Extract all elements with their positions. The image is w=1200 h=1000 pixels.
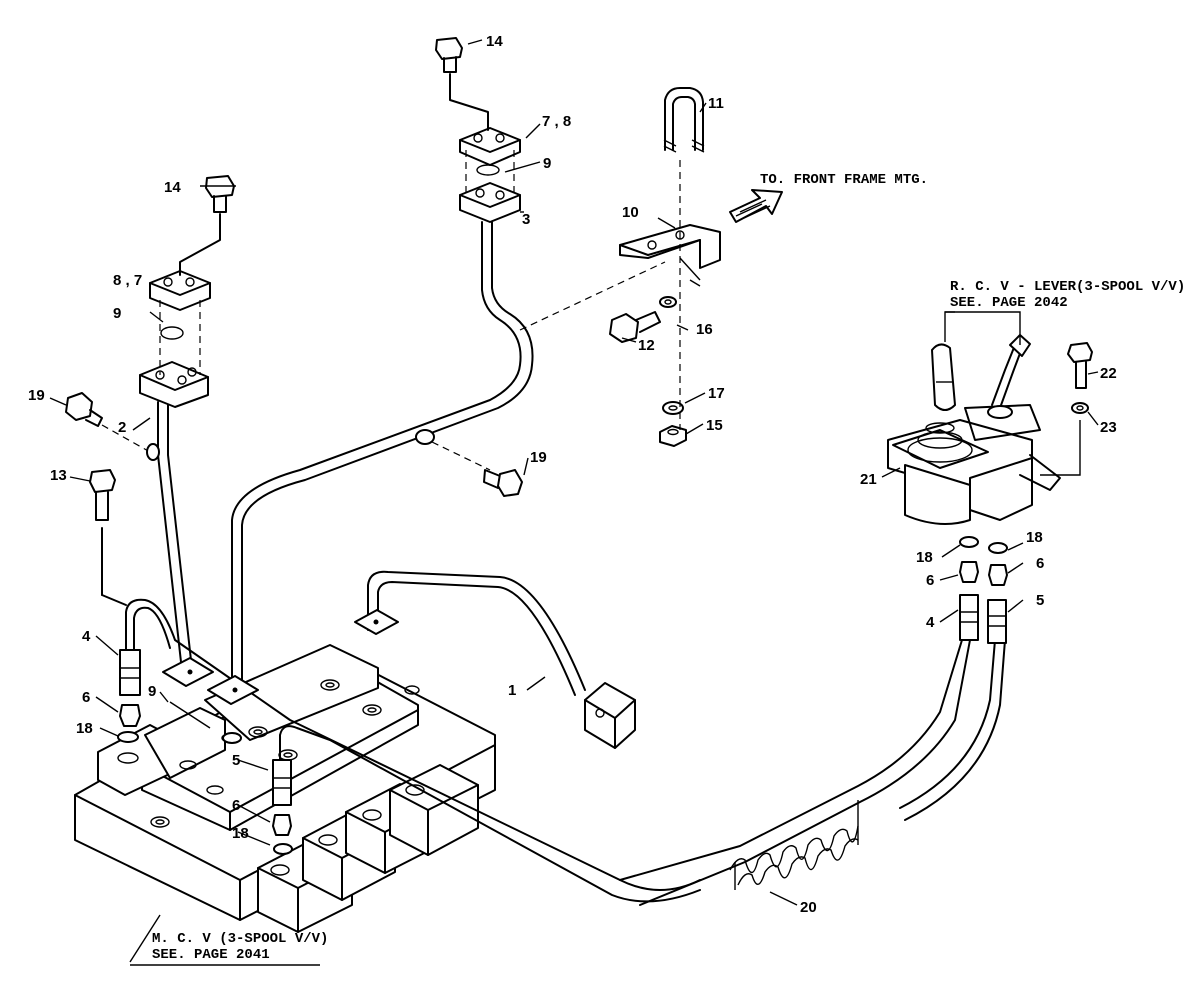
callout-6-mcv: 6 [82, 689, 90, 706]
callout-8-7: 8 , 7 [113, 272, 142, 289]
callout-17: 17 [708, 385, 725, 402]
callout-18-mcv: 18 [76, 720, 93, 737]
nut-15 [659, 425, 687, 447]
callout-7-8: 7 , 8 [542, 113, 571, 130]
callout-labels: 14 14 7 , 8 9 3 11 10 16 12 17 15 8 , 7 … [28, 33, 1117, 916]
bolt-19-left [65, 392, 160, 461]
callout-18-rcv-right: 18 [1026, 529, 1043, 546]
callout-14-upper: 14 [486, 33, 503, 50]
rcv-note-line2: SEE. PAGE 2042 [950, 295, 1068, 311]
callout-13: 13 [50, 467, 67, 484]
rcv-note-line1: R. C. V - LEVER(3-SPOOL V/V) [950, 279, 1185, 295]
bolt-14-upper [435, 37, 489, 131]
callout-18-rcv-left: 18 [916, 549, 933, 566]
callout-14-left: 14 [164, 179, 181, 196]
mcv-note-line1: M. C. V (3-SPOOL V/V) [152, 931, 328, 947]
callout-5-mcv: 5 [232, 752, 240, 769]
clamp-left [139, 270, 211, 408]
front-frame-arrow [729, 189, 783, 223]
pipe-assembly [125, 221, 1006, 906]
callout-18-mcv-lower: 18 [232, 825, 249, 842]
callout-15: 15 [706, 417, 723, 434]
callout-20: 20 [800, 899, 817, 916]
bolt-12 [609, 311, 661, 343]
callout-2: 2 [118, 419, 126, 436]
callout-19-right: 19 [530, 449, 547, 466]
end-block [584, 682, 636, 749]
callout-4-mcv: 4 [82, 628, 91, 645]
callout-12: 12 [638, 337, 655, 354]
rcv-lever-assembly [887, 311, 1061, 525]
rcv-fittings [959, 536, 1008, 644]
callout-5-rcv: 5 [1036, 592, 1044, 609]
bolt-22 [1067, 342, 1093, 389]
mcv-note-line2: SEE. PAGE 2041 [152, 947, 270, 963]
callout-6-mcv-lower: 6 [232, 797, 240, 814]
clamp-upper [459, 127, 521, 223]
notes: TO. FRONT FRAME MTG. R. C. V - LEVER(3-S… [152, 172, 1185, 963]
callout-23: 23 [1100, 419, 1117, 436]
front-frame-note: TO. FRONT FRAME MTG. [760, 172, 928, 188]
callout-9-upper: 9 [543, 155, 551, 172]
callout-9-left: 9 [113, 305, 121, 322]
leader-lines [49, 39, 1099, 966]
callout-19-left: 19 [28, 387, 45, 404]
bolt-14-left [179, 175, 235, 276]
mcv-fittings [117, 649, 293, 855]
washer-16 [659, 296, 677, 308]
callout-6-rcv-left: 6 [926, 572, 934, 589]
callout-9-mcv: 9 [148, 683, 156, 700]
callout-22: 22 [1100, 365, 1117, 382]
callout-10: 10 [622, 204, 639, 221]
callout-11: 11 [708, 95, 724, 112]
callout-21: 21 [860, 471, 877, 488]
washer-23 [1071, 402, 1089, 414]
bolt-19-right [415, 429, 523, 497]
washer-17 [662, 401, 684, 415]
callout-6-rcv-right: 6 [1036, 555, 1044, 572]
pipe-flanges [162, 609, 399, 705]
callout-3: 3 [522, 211, 530, 228]
bracket-10 [619, 224, 721, 281]
spiral-guard [729, 800, 859, 890]
callout-4-rcv: 4 [926, 614, 935, 631]
bolt-13 [89, 469, 127, 606]
callout-1: 1 [508, 682, 516, 699]
u-bolt-11 [663, 87, 705, 153]
callout-16: 16 [696, 321, 713, 338]
